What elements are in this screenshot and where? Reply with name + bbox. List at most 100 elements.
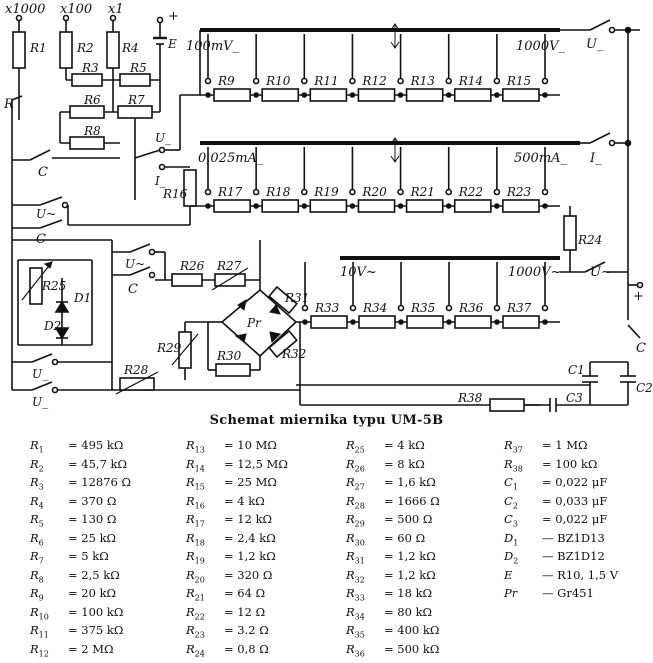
component-row: R17= 12 kΩ bbox=[186, 510, 288, 529]
component-index: 16 bbox=[195, 501, 205, 510]
component-index: 11 bbox=[39, 630, 49, 639]
mult-label-x1000: x1000 bbox=[5, 2, 45, 17]
junction-dot bbox=[447, 320, 451, 324]
component-index: 17 bbox=[195, 519, 205, 528]
component-letter: R bbox=[346, 475, 355, 489]
label-R10: R10 bbox=[265, 74, 291, 88]
component-value: = 8 kΩ bbox=[384, 455, 425, 474]
component-value: = 0,022 μF bbox=[542, 510, 607, 529]
label-R5: R5 bbox=[129, 61, 147, 75]
label-R32: R32 bbox=[281, 347, 306, 361]
junction-dot bbox=[447, 204, 451, 208]
component-letter: R bbox=[186, 568, 195, 582]
junction-dot bbox=[543, 93, 547, 97]
junction-dot bbox=[254, 93, 258, 97]
label-dc-range-end: 1000V_ bbox=[516, 39, 565, 54]
junction-dot bbox=[302, 204, 306, 208]
component-value: = 1,2 kΩ bbox=[384, 547, 436, 566]
component-value: = 0,022 μF bbox=[542, 473, 607, 492]
label-dc-range-start: 100mV_ bbox=[186, 39, 240, 54]
label-switch-C3: C bbox=[128, 282, 138, 297]
resistor-R7 bbox=[118, 106, 152, 118]
resistor-R11 bbox=[310, 89, 346, 101]
component-row: R25= 4 kΩ bbox=[346, 436, 440, 455]
component-value: = 1666 Ω bbox=[384, 492, 440, 511]
label-R8: R8 bbox=[83, 124, 101, 138]
component-value: = 25 kΩ bbox=[68, 529, 116, 548]
component-index: 31 bbox=[355, 556, 365, 565]
component-index: 26 bbox=[355, 464, 365, 473]
component-row: R12= 2 MΩ bbox=[30, 640, 131, 659]
component-letter: R bbox=[346, 457, 355, 471]
component-index: 9 bbox=[39, 593, 44, 602]
tap-contact bbox=[206, 190, 211, 195]
component-index: 18 bbox=[195, 538, 205, 547]
component-index: 15 bbox=[195, 482, 205, 491]
component-index: 3 bbox=[39, 482, 44, 491]
component-letter: R bbox=[30, 605, 39, 619]
component-letter: R bbox=[346, 531, 355, 545]
label-R30: R30 bbox=[216, 349, 242, 363]
resistor-R18 bbox=[262, 200, 298, 212]
label-R13: R13 bbox=[410, 74, 436, 88]
label-R7: R7 bbox=[127, 93, 145, 107]
label-C2: C2 bbox=[636, 381, 653, 395]
component-row: R23= 3.2 Ω bbox=[186, 621, 288, 640]
label-R22: R22 bbox=[458, 185, 483, 199]
label-R35: R35 bbox=[410, 301, 435, 315]
resistor-R15 bbox=[503, 89, 539, 101]
component-row: R34= 80 kΩ bbox=[346, 603, 440, 622]
component-value: = 495 kΩ bbox=[68, 436, 123, 455]
component-row: R22= 12 Ω bbox=[186, 603, 288, 622]
junction-dot bbox=[495, 93, 499, 97]
component-index: 10 bbox=[39, 612, 49, 621]
resistor-R12 bbox=[358, 89, 394, 101]
component-value: = 1,2 kΩ bbox=[224, 547, 276, 566]
component-letter: E bbox=[504, 568, 512, 582]
component-row: R18= 2,4 kΩ bbox=[186, 529, 288, 548]
component-letter: R bbox=[30, 512, 39, 526]
component-index: 35 bbox=[355, 630, 365, 639]
tap-contact bbox=[350, 79, 355, 84]
component-row: R32= 1,2 kΩ bbox=[346, 566, 440, 585]
component-index: 36 bbox=[355, 649, 365, 658]
component-letter: R bbox=[346, 642, 355, 656]
component-row: R4= 370 Ω bbox=[30, 492, 131, 511]
resistor-R19 bbox=[310, 200, 346, 212]
tap-contact bbox=[543, 306, 548, 311]
label-switch-Iright: I_ bbox=[589, 151, 602, 166]
label-E: E bbox=[167, 37, 177, 51]
component-value: = 2 MΩ bbox=[68, 640, 114, 659]
component-index: 28 bbox=[355, 501, 365, 510]
component-letter: R bbox=[30, 494, 39, 508]
component-letter: R bbox=[30, 623, 39, 637]
junction-dot bbox=[399, 204, 403, 208]
resistor-R14 bbox=[455, 89, 491, 101]
component-row: D2— BZ1D12 bbox=[504, 547, 618, 566]
label-R19: R19 bbox=[313, 185, 339, 199]
label-R12: R12 bbox=[361, 74, 386, 88]
component-value: = 1,2 kΩ bbox=[384, 566, 436, 585]
resistor-R28 bbox=[120, 378, 154, 390]
component-index: 20 bbox=[195, 575, 205, 584]
label-R6: R6 bbox=[83, 93, 101, 107]
label-switch-I1: I_ bbox=[154, 174, 166, 188]
label-R14: R14 bbox=[458, 74, 483, 88]
component-index: 29 bbox=[355, 519, 365, 528]
component-letter: R bbox=[504, 457, 513, 471]
component-value: = 20 kΩ bbox=[68, 584, 116, 603]
junction-dot bbox=[351, 320, 355, 324]
label-plus-battery: + bbox=[168, 9, 179, 24]
component-letter: R bbox=[186, 531, 195, 545]
resistor-R9 bbox=[214, 89, 250, 101]
resistor-R13 bbox=[407, 89, 443, 101]
label-C3: C3 bbox=[566, 391, 583, 405]
component-row: R2= 45,7 kΩ bbox=[30, 455, 131, 474]
component-letter: R bbox=[30, 438, 39, 452]
component-row: R29= 500 Ω bbox=[346, 510, 440, 529]
component-value: = 64 Ω bbox=[224, 584, 265, 603]
label-R38: R38 bbox=[457, 391, 483, 405]
component-letter: C bbox=[504, 475, 513, 489]
junction-dot bbox=[302, 93, 306, 97]
